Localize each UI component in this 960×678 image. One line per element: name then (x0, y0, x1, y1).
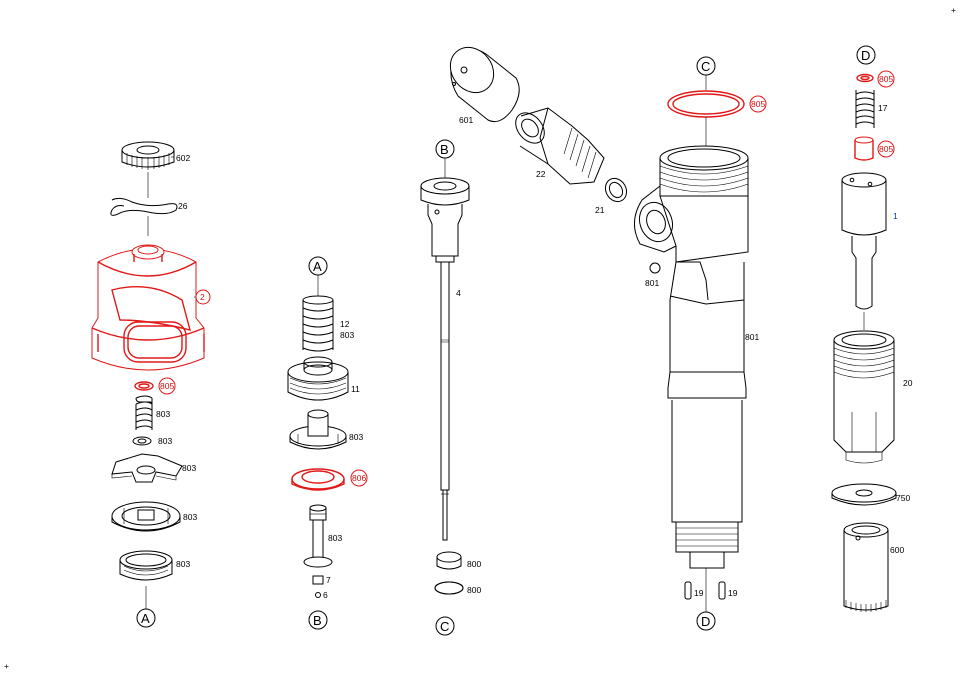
label-803-a: 803 (156, 409, 170, 419)
callout-b-top: B (440, 142, 449, 157)
part-750-washer (831, 483, 897, 506)
part-803-spring-a (135, 395, 153, 430)
label-19-a: 19 (694, 588, 704, 598)
part-602-cap (121, 141, 175, 170)
label-800-a: 800 (467, 559, 481, 569)
label-803-e: 803 (176, 559, 190, 569)
label-803-g: 803 (349, 432, 363, 442)
label-805-a: 805 (160, 381, 174, 391)
part-803-pin (303, 504, 333, 568)
column-d-assembly: D 805 17 805 1 (831, 45, 913, 612)
callout-d-bottom: D (701, 614, 710, 629)
part-801-body (634, 145, 749, 569)
label-12: 12 (340, 319, 350, 329)
label-803-f: 803 (340, 330, 354, 340)
label-750: 750 (896, 493, 910, 503)
part-20-nozzle-nut (833, 330, 895, 464)
label-801-b: 801 (745, 332, 759, 342)
callout-c-bottom: C (440, 619, 449, 634)
part-6-ball (315, 592, 321, 598)
label-22: 22 (536, 169, 546, 179)
part-7-seat (312, 575, 324, 585)
part-805-sleeve (854, 136, 874, 161)
label-803-d: 803 (183, 512, 197, 522)
part-21-washer (604, 177, 628, 203)
part-4-valve-piece (420, 177, 470, 541)
callout-a-bottom: A (141, 611, 150, 626)
label-601: 601 (459, 115, 473, 125)
label-600: 600 (890, 545, 904, 555)
label-6: 6 (323, 590, 328, 600)
label-20: 20 (903, 378, 913, 388)
part-1-nozzle (841, 172, 887, 310)
part-806-shim (291, 468, 345, 491)
column-ab-assembly: A 12 803 11 803 (287, 256, 368, 630)
callout-c-top: C (701, 59, 710, 74)
part-17-spring (855, 90, 875, 128)
callout-a-top: A (313, 259, 322, 274)
part-801-ball (649, 262, 661, 274)
label-11: 11 (351, 384, 360, 394)
label-805-d: 805 (879, 144, 893, 154)
label-801-a: 801 (645, 278, 659, 288)
part-26-clip (110, 197, 178, 216)
label-19-b: 19 (728, 588, 738, 598)
part-803-guide (111, 501, 181, 532)
label-7: 7 (326, 575, 331, 585)
part-803-spacer (289, 409, 347, 450)
label-803-h: 803 (328, 533, 342, 543)
label-805-b: 805 (751, 99, 765, 109)
column-a-assembly: 602 26 2 805 8 (91, 141, 211, 628)
label-4: 4 (456, 288, 461, 298)
part-803-nut (119, 550, 173, 581)
part-2-housing (91, 244, 205, 371)
part-19-pins (684, 581, 726, 600)
part-805-ring-c (856, 73, 874, 83)
label-803-b: 803 (158, 436, 172, 446)
part-800-seal-a (436, 551, 462, 570)
part-805-ring-a (134, 381, 154, 391)
label-803-c: 803 (182, 463, 196, 473)
label-805-c: 805 (879, 74, 893, 84)
callout-d-top: D (861, 48, 870, 63)
label-26: 26 (178, 201, 188, 211)
label-1: 1 (893, 211, 898, 221)
label-806: 806 (352, 473, 366, 483)
part-11-nut (287, 356, 349, 401)
column-cd-assembly: C 805 (634, 56, 767, 631)
label-17: 17 (878, 103, 888, 113)
label-602: 602 (176, 153, 190, 163)
corner-mark-bottom-left: + (4, 661, 9, 671)
column-bc-assembly: B 4 800 800 C (420, 46, 628, 636)
part-805-oring-b (667, 90, 745, 118)
part-22-connector (515, 107, 605, 185)
part-803-armature (111, 453, 183, 483)
part-800-oring (434, 581, 464, 595)
label-21: 21 (595, 205, 605, 215)
part-600-sleeve (843, 522, 889, 612)
label-2: 2 (200, 292, 205, 302)
part-12-spring (302, 295, 334, 352)
corner-mark-top-right: + (951, 5, 956, 15)
label-800-b: 800 (467, 585, 481, 595)
part-601-cap (449, 46, 520, 123)
callout-b-bottom: B (313, 613, 322, 628)
